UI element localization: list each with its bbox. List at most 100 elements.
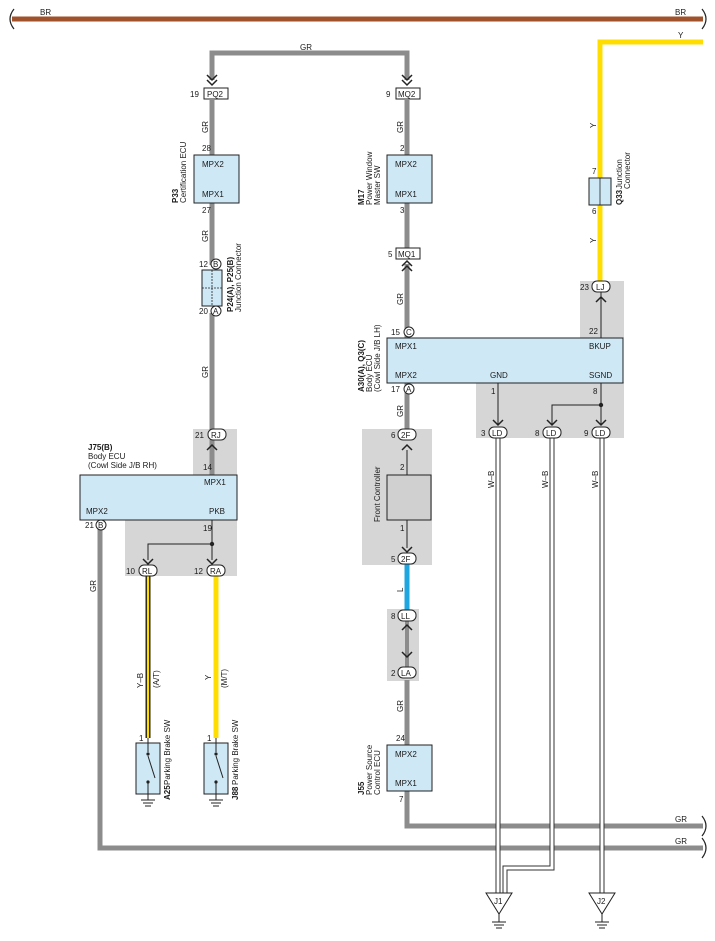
pq2-pin: 19 bbox=[190, 90, 199, 99]
wb-label-1: W–B bbox=[487, 471, 496, 488]
wire-label: L bbox=[396, 587, 405, 592]
ld-pin-1: 3 bbox=[481, 429, 486, 438]
junction-left-top-letter: B bbox=[213, 260, 218, 269]
mq1-pin: 5 bbox=[388, 250, 393, 259]
ld-pin-2: 8 bbox=[535, 429, 540, 438]
wire-label: Y bbox=[589, 122, 598, 128]
ld-label-1: LD bbox=[492, 429, 502, 438]
l-wire-label: L bbox=[396, 587, 405, 592]
rj-pin: 21 bbox=[195, 431, 204, 440]
arrow-down-icon bbox=[546, 419, 558, 427]
mq1-label: MQ1 bbox=[398, 250, 416, 259]
lh-pin-17-letter: A bbox=[406, 385, 412, 394]
wire-label: Y bbox=[204, 674, 213, 680]
pw-code: M17 bbox=[357, 189, 366, 205]
lh-pin-1: 1 bbox=[491, 387, 496, 396]
ground-j1: J1 bbox=[485, 892, 513, 929]
ps-port-bottom: MPX1 bbox=[395, 779, 417, 788]
ground-icon bbox=[141, 799, 155, 807]
wire-label: (A/T) bbox=[152, 670, 161, 688]
lh-label: A30(A), Q3(C) Body ECU (Cowl Side J/B LH… bbox=[357, 324, 382, 392]
la-pin: 2 bbox=[391, 669, 396, 678]
break-mark bbox=[701, 837, 707, 859]
yb-wire-label: Y–B bbox=[136, 673, 145, 688]
q33-y-label-a: Y bbox=[589, 122, 598, 128]
fc-name: Front Controller bbox=[373, 466, 382, 522]
rj-connector bbox=[207, 428, 227, 441]
cert-gr-label-a: GR bbox=[201, 121, 210, 133]
cert-pin-top: 28 bbox=[202, 144, 211, 153]
lh-pin-15: 15 bbox=[391, 328, 400, 337]
mq2-label: MQ2 bbox=[398, 90, 416, 99]
y-wire-label: Y bbox=[204, 674, 213, 680]
wire-label: GR bbox=[396, 121, 405, 133]
la-connector bbox=[397, 666, 417, 679]
lh-pin-8: 8 bbox=[593, 387, 598, 396]
lh-pin-22: 22 bbox=[589, 327, 598, 336]
ps-code: J55 bbox=[357, 781, 366, 795]
pw-gr-label-a: GR bbox=[396, 121, 405, 133]
la-gr-label: GR bbox=[396, 700, 405, 712]
arrow-down-icon bbox=[142, 558, 154, 566]
ps-pin-bottom: 7 bbox=[399, 795, 404, 804]
lj-label: LJ bbox=[596, 283, 604, 292]
j88-name: Parking Brake SW bbox=[231, 719, 240, 785]
rh-gr-label: GR bbox=[89, 580, 98, 592]
ra-pin: 12 bbox=[194, 567, 203, 576]
chevron-connector-icon bbox=[401, 74, 413, 87]
at-label: (A/T) bbox=[152, 670, 161, 688]
y-wires bbox=[145, 39, 703, 738]
pw-port-bottom: MPX1 bbox=[395, 190, 417, 199]
fc-pin-top: 2 bbox=[400, 463, 405, 472]
front-controller-box bbox=[386, 474, 432, 521]
arrow-down-icon bbox=[206, 558, 218, 566]
mq2-connector bbox=[395, 87, 421, 100]
wire-label: W–B bbox=[591, 471, 600, 488]
br-right-label: BR bbox=[675, 8, 686, 17]
q33-name2: Connector bbox=[623, 152, 632, 189]
break-mark bbox=[9, 8, 15, 30]
rh-pin-14: 14 bbox=[203, 463, 212, 472]
ps-port-top: MPX2 bbox=[395, 750, 417, 759]
2f-bottom-pin: 5 bbox=[391, 555, 396, 564]
arrow-down-icon bbox=[401, 546, 413, 554]
ra-label: RA bbox=[210, 567, 222, 576]
lh-port-sgnd: SGND bbox=[589, 371, 612, 380]
pin-letter-circle bbox=[210, 305, 222, 317]
rl-pin: 10 bbox=[126, 567, 135, 576]
mq1-connector bbox=[395, 247, 421, 260]
cert-name: Certification ECU bbox=[179, 141, 188, 203]
wire-label: W–B bbox=[541, 471, 550, 488]
rh-pin-19: 19 bbox=[203, 524, 212, 533]
wb-label-2: W–B bbox=[541, 471, 550, 488]
ld-connector-1 bbox=[488, 426, 508, 439]
ld-label-3: LD bbox=[595, 429, 605, 438]
gr-wires bbox=[97, 50, 703, 851]
ld-connector-3 bbox=[591, 426, 611, 439]
junction-left-code: P24(A), P25(B) bbox=[226, 257, 235, 312]
ps-name2: Control ECU bbox=[373, 750, 382, 795]
rl-connector bbox=[138, 564, 158, 577]
wire-label: GR bbox=[396, 700, 405, 712]
2f-top-pin: 6 bbox=[391, 431, 396, 440]
q33-code: Q33 bbox=[615, 189, 624, 205]
br-left-label: BR bbox=[40, 8, 51, 17]
pin-letter-circle bbox=[403, 326, 415, 338]
pw-gr-label-b: GR bbox=[396, 293, 405, 305]
lh-line1: Body ECU bbox=[365, 354, 374, 392]
cert-port-bottom: MPX1 bbox=[202, 190, 224, 199]
break-mark bbox=[701, 8, 707, 30]
j88-code: J88 bbox=[231, 786, 240, 800]
wire-label: Y bbox=[589, 237, 598, 243]
wb-label-3: W–B bbox=[591, 471, 600, 488]
lh-port-bkup: BKUP bbox=[589, 342, 611, 351]
rh-port-pkb: PKB bbox=[209, 507, 225, 516]
j1-label: J1 bbox=[494, 897, 503, 906]
arrow-down-icon bbox=[595, 419, 607, 427]
pin-number: 1 bbox=[207, 734, 212, 743]
wire-label: GR bbox=[396, 293, 405, 305]
ld-connector-2 bbox=[542, 426, 562, 439]
pw-pin-bottom: 3 bbox=[400, 206, 405, 215]
q33-pin-bottom: 6 bbox=[592, 207, 597, 216]
pw-name1: Power Window bbox=[365, 151, 374, 205]
